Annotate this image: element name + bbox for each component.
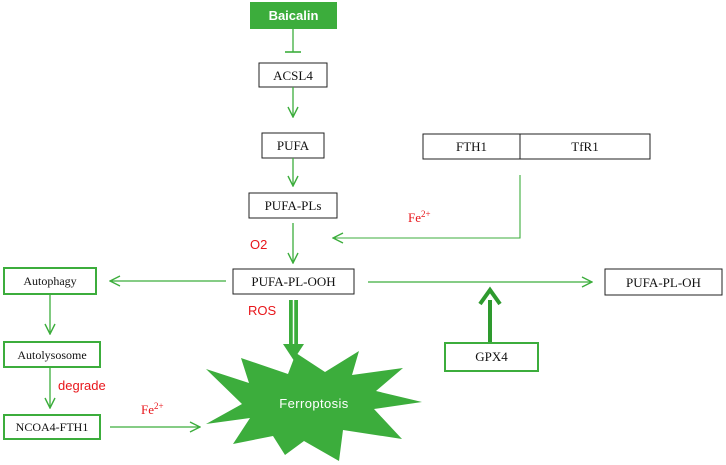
fth1-node: FTH1: [422, 133, 521, 160]
fe-label-bottom: Fe2+: [141, 401, 164, 417]
arrow-gpx4-up: [478, 286, 502, 343]
tfr1-label: TfR1: [571, 139, 598, 154]
pufa-pl-ooh-label: PUFA-PL-OOH: [251, 274, 335, 289]
ferroptosis-label: Ferroptosis: [279, 396, 349, 411]
pufa-pl-ooh-node: PUFA-PL-OOH: [232, 268, 355, 295]
degrade-label: degrade: [58, 378, 106, 393]
arrow-pufaplooh-ferroptosis: [283, 300, 304, 360]
ros-label: ROS: [248, 303, 277, 318]
pufa-label: PUFA: [277, 138, 310, 153]
gpx4-node: GPX4: [444, 342, 539, 372]
arrow-tfr1-fe: [333, 175, 521, 238]
baicalin-node: Baicalin: [250, 2, 337, 29]
inhibition-arrow-baicalin-acsl4: [285, 29, 301, 53]
gpx4-label: GPX4: [475, 349, 508, 364]
ferroptosis-node: Ferroptosis: [206, 351, 422, 461]
o2-label: O2: [250, 237, 267, 252]
pufa-pls-node: PUFA-PLs: [248, 192, 338, 219]
fe-label-top: Fe2+: [408, 209, 431, 225]
ncoa4-fth1-node: NCOA4-FTH1: [3, 414, 101, 440]
autophagy-node: Autophagy: [3, 267, 97, 295]
autolysosome-label: Autolysosome: [17, 348, 86, 362]
pufa-pls-label: PUFA-PLs: [265, 198, 322, 213]
baicalin-label: Baicalin: [269, 8, 319, 23]
ferroptosis-starburst: [206, 351, 422, 461]
fth1-label: FTH1: [456, 139, 487, 154]
autophagy-label: Autophagy: [23, 274, 76, 288]
acsl4-node: ACSL4: [258, 62, 328, 88]
acsl4-label: ACSL4: [273, 68, 313, 83]
ncoa4-fth1-label: NCOA4-FTH1: [16, 420, 89, 434]
tfr1-node: TfR1: [519, 133, 651, 160]
pufa-pl-oh-node: PUFA-PL-OH: [604, 268, 723, 296]
pufa-node: PUFA: [261, 132, 325, 159]
autolysosome-node: Autolysosome: [3, 341, 101, 368]
pufa-pl-oh-label: PUFA-PL-OH: [626, 275, 701, 290]
